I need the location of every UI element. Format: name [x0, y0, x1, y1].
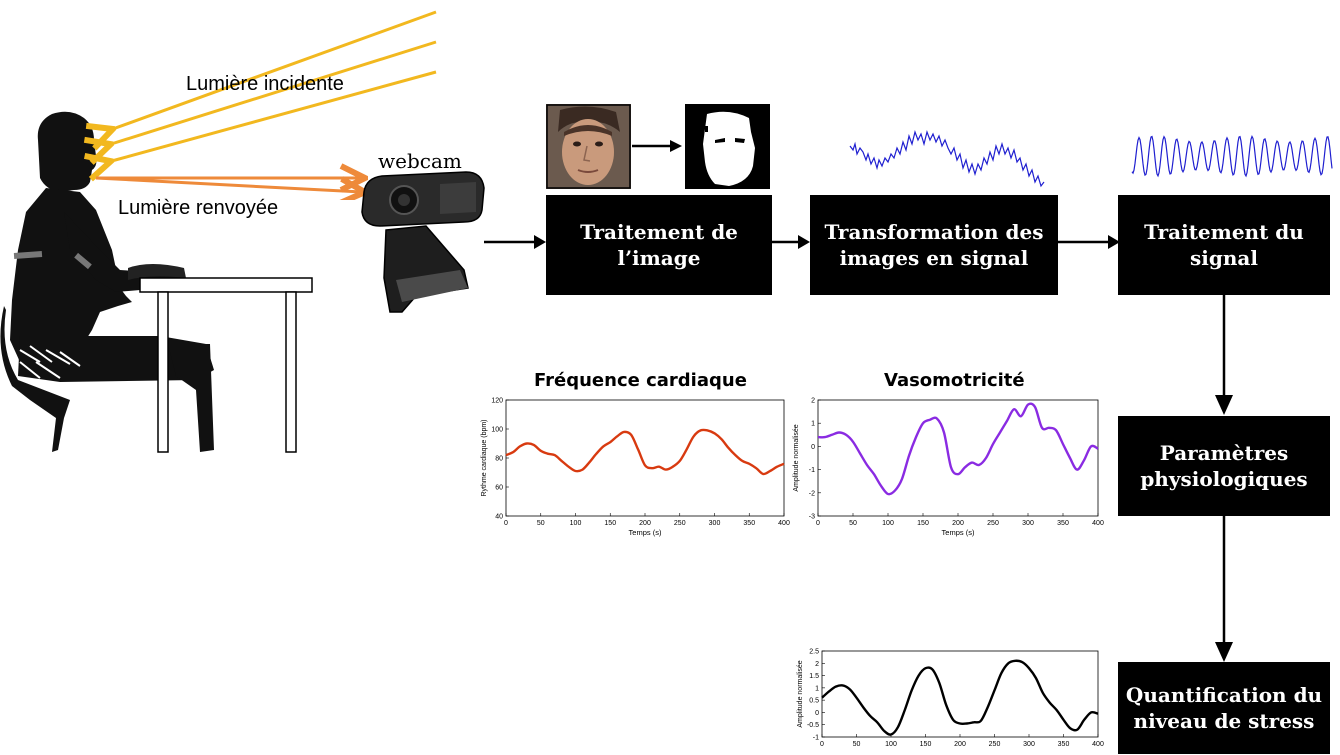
arrow-params-to-stress [1215, 516, 1233, 662]
light-rays [0, 10, 437, 200]
y-tick-label: 2.5 [809, 649, 819, 656]
y-tick-label: -1 [813, 735, 819, 742]
box-image-processing: Traitement de l’image [546, 195, 772, 295]
x-tick-label: 350 [1057, 520, 1069, 527]
y-tick-label: 120 [491, 398, 503, 405]
x-tick-label: 200 [639, 520, 651, 527]
arrow-box2-to-box3 [1058, 235, 1120, 249]
x-tick-label: 350 [743, 520, 755, 527]
heart-rate-chart: 0 50 100 150 200 250 300 350 400 40 60 80 100 120Temp… [481, 398, 790, 538]
plot-frame [505, 399, 785, 517]
y-axis-label: Amplitude normalisée [797, 660, 804, 727]
x-tick-label: 50 [853, 741, 861, 748]
x-tick-label: 50 [849, 520, 857, 527]
x-tick-label: 200 [952, 520, 964, 527]
x-tick-label: 400 [778, 520, 790, 527]
y-tick-label: 0 [815, 710, 819, 717]
x-axis-label: Temps (s) [942, 528, 975, 537]
plot-frame [817, 399, 1099, 517]
y-tick-label: 0 [811, 444, 815, 451]
x-tick-label: 100 [882, 520, 894, 527]
y-tick-label: 100 [491, 427, 503, 434]
x-tick-label: 300 [709, 520, 721, 527]
y-tick-label: -3 [809, 514, 815, 521]
y-tick-label: 80 [495, 456, 503, 463]
stress-chart: 0 50 100 150 200 250 300 350 400 -1 -0.5 0 0.5 1 1.5 2 2… [797, 649, 1104, 749]
raw-signal-waveform [849, 129, 1045, 188]
face-photo [546, 104, 631, 189]
person-at-desk-illustration [0, 111, 313, 453]
y-tick-label: 2 [811, 398, 815, 405]
x-tick-label: 100 [570, 520, 582, 527]
x-tick-label: 50 [537, 520, 545, 527]
x-tick-label: 400 [1092, 741, 1104, 748]
x-tick-label: 300 [1023, 741, 1035, 748]
x-tick-label: 250 [674, 520, 686, 527]
y-tick-label: -2 [809, 490, 815, 497]
arrow-box1-to-box2 [772, 235, 810, 249]
y-axis-label: Rythme cardiaque (bpm) [481, 419, 488, 496]
y-tick-label: -0.5 [807, 722, 819, 729]
y-axis-label: Amplitude normalisée [793, 424, 800, 491]
x-tick-label: 200 [954, 741, 966, 748]
x-tick-label: 250 [987, 520, 999, 527]
reflected-light-label: Lumière renvoyée [118, 197, 279, 219]
arrow-signal-to-params [1215, 295, 1233, 415]
incident-ray-3 [108, 70, 437, 162]
box-image-to-signal: Transformation des images en signal [810, 195, 1058, 295]
box-signal-processing: Traitement du signal [1118, 195, 1330, 295]
x-tick-label: 150 [920, 741, 932, 748]
y-tick-label: -1 [809, 467, 815, 474]
x-tick-label: 0 [504, 520, 508, 527]
y-tick-label: 60 [495, 485, 503, 492]
webcam-icon [361, 171, 485, 313]
series-line-heart-rate [505, 428, 785, 476]
y-tick-label: 1 [815, 685, 819, 692]
incident-ray-2 [108, 40, 437, 145]
arrow-face-to-mask [632, 140, 682, 152]
arrow-webcam-to-processing [484, 235, 546, 249]
x-tick-label: 100 [885, 741, 897, 748]
x-tick-label: 150 [917, 520, 929, 527]
y-tick-label: 40 [495, 514, 503, 521]
box-physiological-parameters: Paramètres physiologiques [1118, 416, 1330, 516]
filtered-signal-waveform [1131, 135, 1333, 178]
x-tick-label: 150 [604, 520, 616, 527]
vasomotor-chart-title: Vasomotricité [884, 370, 1025, 391]
series-line-vasomotor [817, 402, 1099, 496]
series-line-stress [821, 659, 1099, 736]
heart-rate-chart-title: Fréquence cardiaque [534, 370, 747, 391]
y-tick-label: 0.5 [809, 698, 819, 705]
x-tick-label: 0 [820, 741, 824, 748]
y-tick-label: 2 [815, 661, 819, 668]
x-tick-label: 0 [816, 520, 820, 527]
x-tick-label: 250 [989, 741, 1001, 748]
incident-ray-1 [110, 10, 437, 130]
face-segmentation-mask [685, 104, 770, 189]
x-tick-label: 350 [1058, 741, 1070, 748]
y-tick-label: 1.5 [809, 673, 819, 680]
reflected-ray-2 [95, 178, 362, 192]
x-tick-label: 400 [1092, 520, 1104, 527]
y-tick-label: 1 [811, 421, 815, 428]
box-stress-quantification: Quantification du niveau de stress [1118, 662, 1330, 754]
incident-light-label: Lumière incidente [186, 73, 344, 95]
x-tick-label: 300 [1022, 520, 1034, 527]
webcam-label: webcam [378, 149, 462, 173]
x-axis-label: Temps (s) [629, 528, 662, 537]
